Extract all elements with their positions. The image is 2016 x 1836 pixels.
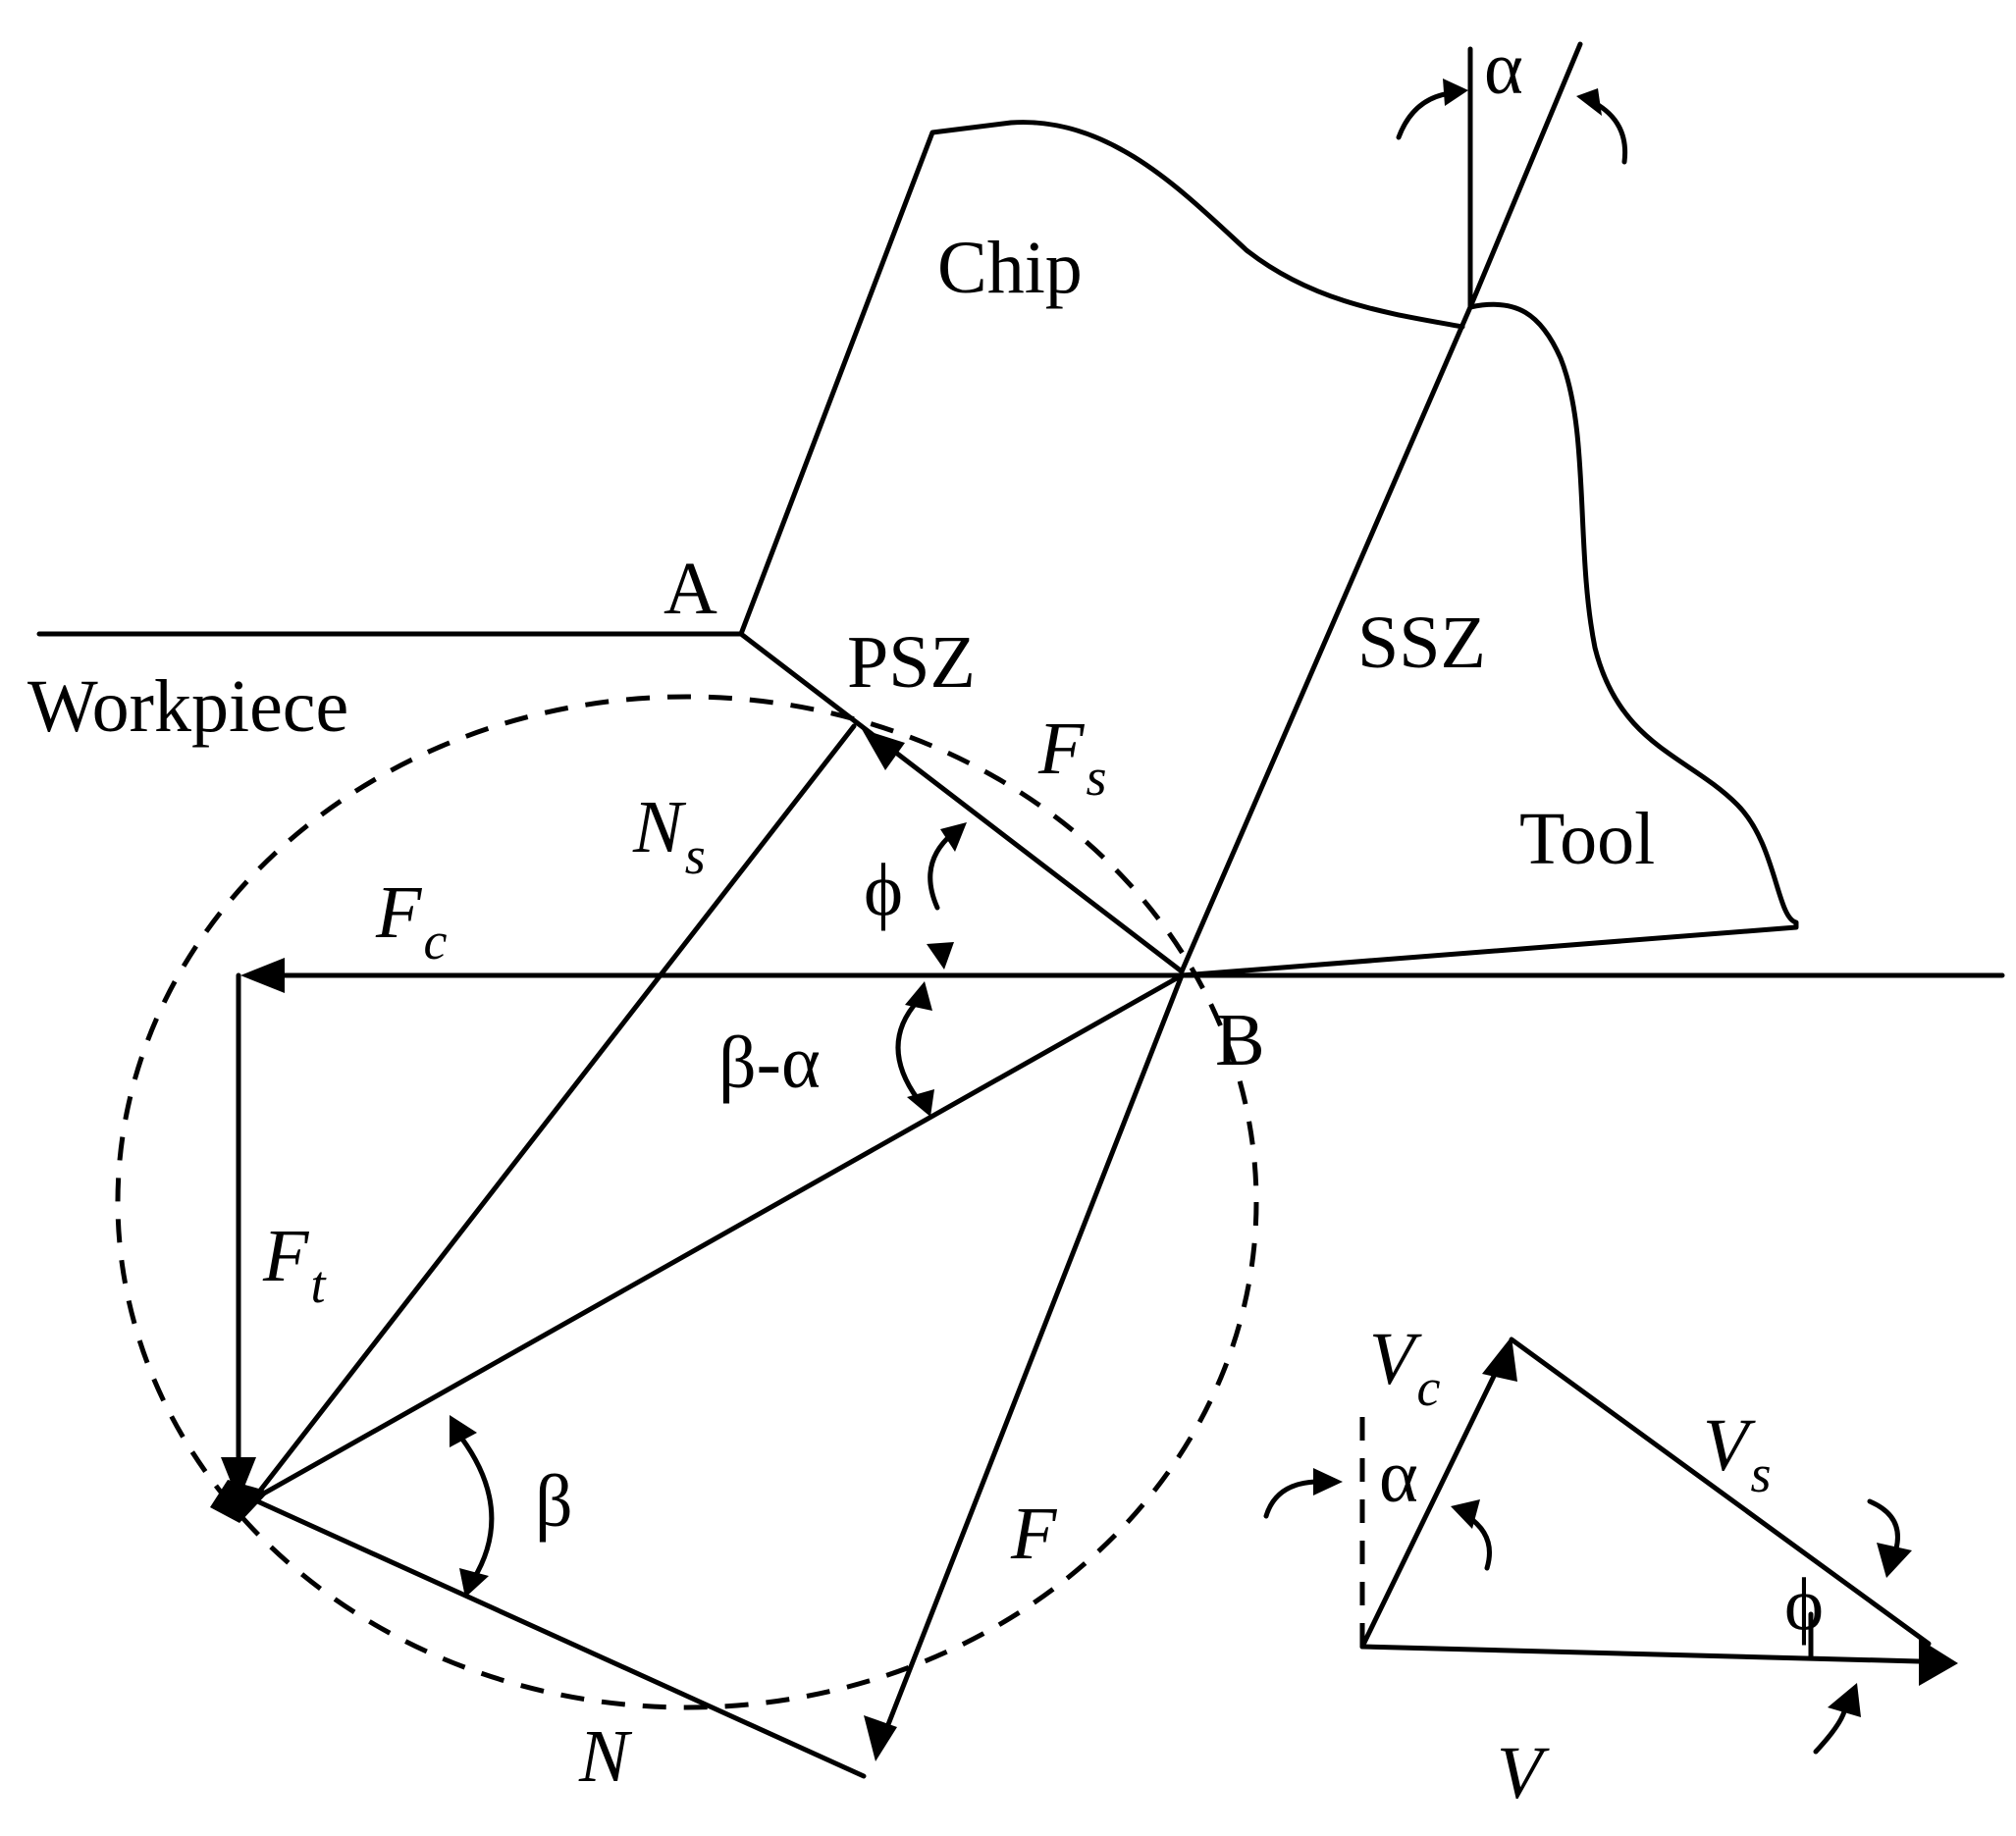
phi-small-arrowhead-top [1877, 1543, 1912, 1578]
vs-vector [1509, 1337, 1932, 1647]
fs-sub: s [1086, 748, 1106, 807]
vc-label: Vc [1369, 1318, 1440, 1417]
ns-sub: s [685, 826, 706, 885]
alpha-arrowhead-right [1576, 88, 1602, 116]
fc-main: F [375, 871, 423, 954]
ns-label: Ns [632, 786, 706, 885]
f-vector [882, 972, 1185, 1735]
psz-label: PSZ [847, 621, 976, 704]
fs-main: F [1037, 708, 1086, 790]
v-label: V [1497, 1732, 1550, 1814]
beta-arrowhead-bottom [459, 1568, 489, 1598]
beta-alpha-arrowhead-top [905, 981, 932, 1011]
ns-main: N [632, 786, 687, 868]
alpha-arrowhead-left [1443, 79, 1468, 106]
v-arrowhead [1919, 1639, 1958, 1686]
ft-main: F [262, 1215, 310, 1297]
vc-vector [1359, 1361, 1503, 1650]
phi-arc [928, 831, 955, 911]
alpha-small-label: α [1379, 1436, 1418, 1518]
n-label: N [578, 1715, 633, 1798]
beta-arrowhead-top [450, 1415, 477, 1447]
ft-label: Ft [262, 1215, 327, 1314]
ft-sub: t [310, 1255, 327, 1314]
shear-plane-ab [738, 631, 1185, 974]
phi-small-arc-bottom [1813, 1705, 1848, 1755]
beta-arc [458, 1435, 495, 1583]
vc-arrowhead [1482, 1337, 1517, 1382]
rake-face-extension [1467, 41, 1583, 310]
phi-small-arrowhead-bottom [1828, 1683, 1861, 1717]
n-vector [250, 1496, 867, 1779]
alpha-small-arc-left [1263, 1479, 1318, 1519]
fs-label: Fs [1037, 708, 1106, 807]
vertex-arrowhead [210, 1480, 269, 1523]
alpha-top-label: α [1484, 27, 1523, 110]
ns-vector [250, 723, 857, 1502]
beta-minus-alpha-label: β-α [718, 1022, 821, 1104]
alpha-arc-right [1592, 100, 1628, 165]
tool-outline [1179, 301, 1799, 978]
fc-arrowhead [240, 958, 285, 993]
chip-label: Chip [937, 227, 1083, 309]
beta-alpha-arc [895, 998, 921, 1102]
phi-arrowhead-bottom [927, 942, 954, 970]
beta-alpha-arrowhead-bottom [907, 1089, 934, 1117]
ft-arrowhead [221, 1457, 256, 1501]
f-arrowhead [864, 1715, 897, 1761]
phi-main-label: ϕ [864, 849, 903, 931]
alpha-small-arrowhead-left [1313, 1468, 1343, 1495]
point-a-label: A [663, 548, 717, 630]
fc-sub: c [423, 912, 447, 970]
fc-label: Fc [375, 871, 447, 970]
merchant-circle [115, 694, 1259, 1710]
vs-main: V [1703, 1404, 1756, 1487]
phi-small-arc-top [1867, 1498, 1900, 1551]
tool-label: Tool [1519, 798, 1655, 880]
f-label: F [1010, 1493, 1058, 1575]
phi-arrowhead-top [940, 822, 967, 852]
point-b-label: B [1215, 999, 1265, 1081]
vs-sub: s [1750, 1444, 1771, 1503]
resultant-force-line [250, 972, 1185, 1502]
beta-label: β [535, 1460, 573, 1543]
phi-small-label: ϕ [1784, 1563, 1824, 1646]
vs-label: Vs [1703, 1404, 1771, 1503]
alpha-small-arrowhead-right [1451, 1499, 1480, 1529]
v-vector [1359, 1644, 1922, 1664]
vc-sub: c [1416, 1358, 1440, 1417]
fs-arrowhead [862, 729, 905, 770]
chip-outline [738, 120, 1465, 637]
ssz-label: SSZ [1357, 602, 1486, 684]
workpiece-label: Workpiece [27, 665, 348, 748]
alpha-arc-left [1396, 90, 1454, 140]
vc-main: V [1369, 1318, 1422, 1400]
